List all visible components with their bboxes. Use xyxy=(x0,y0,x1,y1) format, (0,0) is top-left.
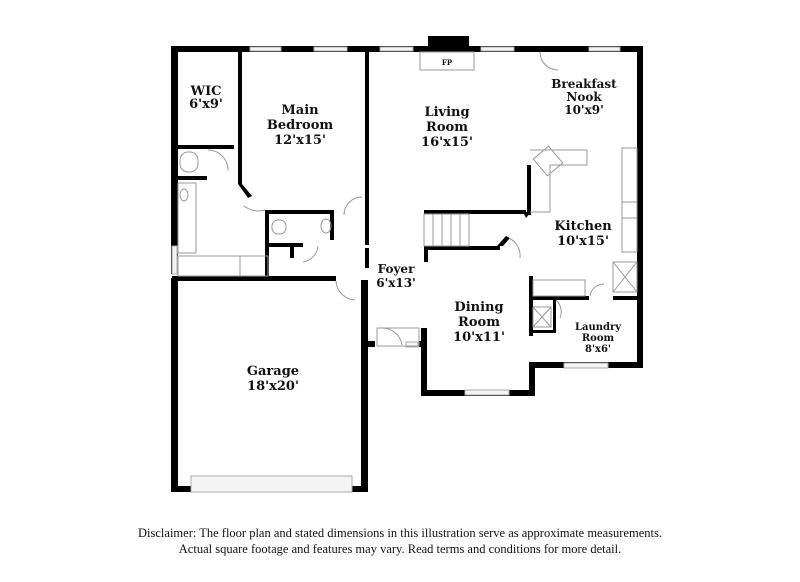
washer xyxy=(532,306,552,328)
interior-walls xyxy=(172,52,641,336)
shower xyxy=(239,255,269,277)
room-name-dining-2: Room xyxy=(458,315,500,330)
windows xyxy=(171,46,621,493)
room-name-foyer: Foyer xyxy=(378,262,415,276)
room-size-main-bedroom: 12'x15' xyxy=(274,133,326,148)
room-name-laundry-1: Laundry xyxy=(575,322,622,333)
stove xyxy=(621,201,638,219)
room-name-garage: Garage xyxy=(247,364,299,379)
bathtub xyxy=(177,255,269,277)
room-size-garage: 18'x20' xyxy=(247,379,299,394)
room-name-nook-2: Nook xyxy=(566,90,602,104)
vanity xyxy=(177,182,197,254)
room-name-nook-1: Breakfast xyxy=(551,77,617,91)
stairs xyxy=(423,213,470,247)
fixtures xyxy=(177,51,638,347)
door-swings xyxy=(207,51,605,346)
kitchen-sink xyxy=(532,145,564,177)
sink-2 xyxy=(320,218,332,234)
toilet xyxy=(179,151,199,173)
front-door xyxy=(376,327,420,347)
toilet-2 xyxy=(271,219,287,235)
room-size-nook: 10'x9' xyxy=(564,103,604,117)
room-name-living-1: Living xyxy=(424,105,469,120)
room-name-main-bedroom-2: Bedroom xyxy=(267,118,334,133)
counter xyxy=(621,147,638,253)
fireplace-hearth xyxy=(419,51,475,71)
room-name-kitchen: Kitchen xyxy=(554,219,612,234)
fireplace-label: FP xyxy=(442,58,453,67)
disclaimer-line-2: Actual square footage and features may v… xyxy=(178,542,622,556)
room-size-dining: 10'x11' xyxy=(453,330,505,345)
room-size-kitchen: 10'x15' xyxy=(557,234,609,249)
room-name-main-bedroom-1: Main xyxy=(281,103,319,118)
room-size-laundry: 8'x6' xyxy=(585,344,611,355)
sink xyxy=(179,188,189,202)
refrigerator xyxy=(612,261,638,293)
room-name-laundry-2: Room xyxy=(582,333,615,344)
room-name-living-2: Room xyxy=(426,120,468,135)
room-size-wic: 6'x9' xyxy=(189,97,223,112)
room-size-living: 16'x15' xyxy=(421,135,473,150)
disclaimer-line-1: Disclaimer: The floor plan and stated di… xyxy=(138,526,662,540)
room-size-foyer: 6'x13' xyxy=(376,276,416,290)
room-labels: WIC 6'x9' Main Bedroom 12'x15' Living Ro… xyxy=(189,58,622,394)
room-name-wic: WIC xyxy=(189,84,221,99)
room-name-dining-1: Dining xyxy=(454,300,503,315)
